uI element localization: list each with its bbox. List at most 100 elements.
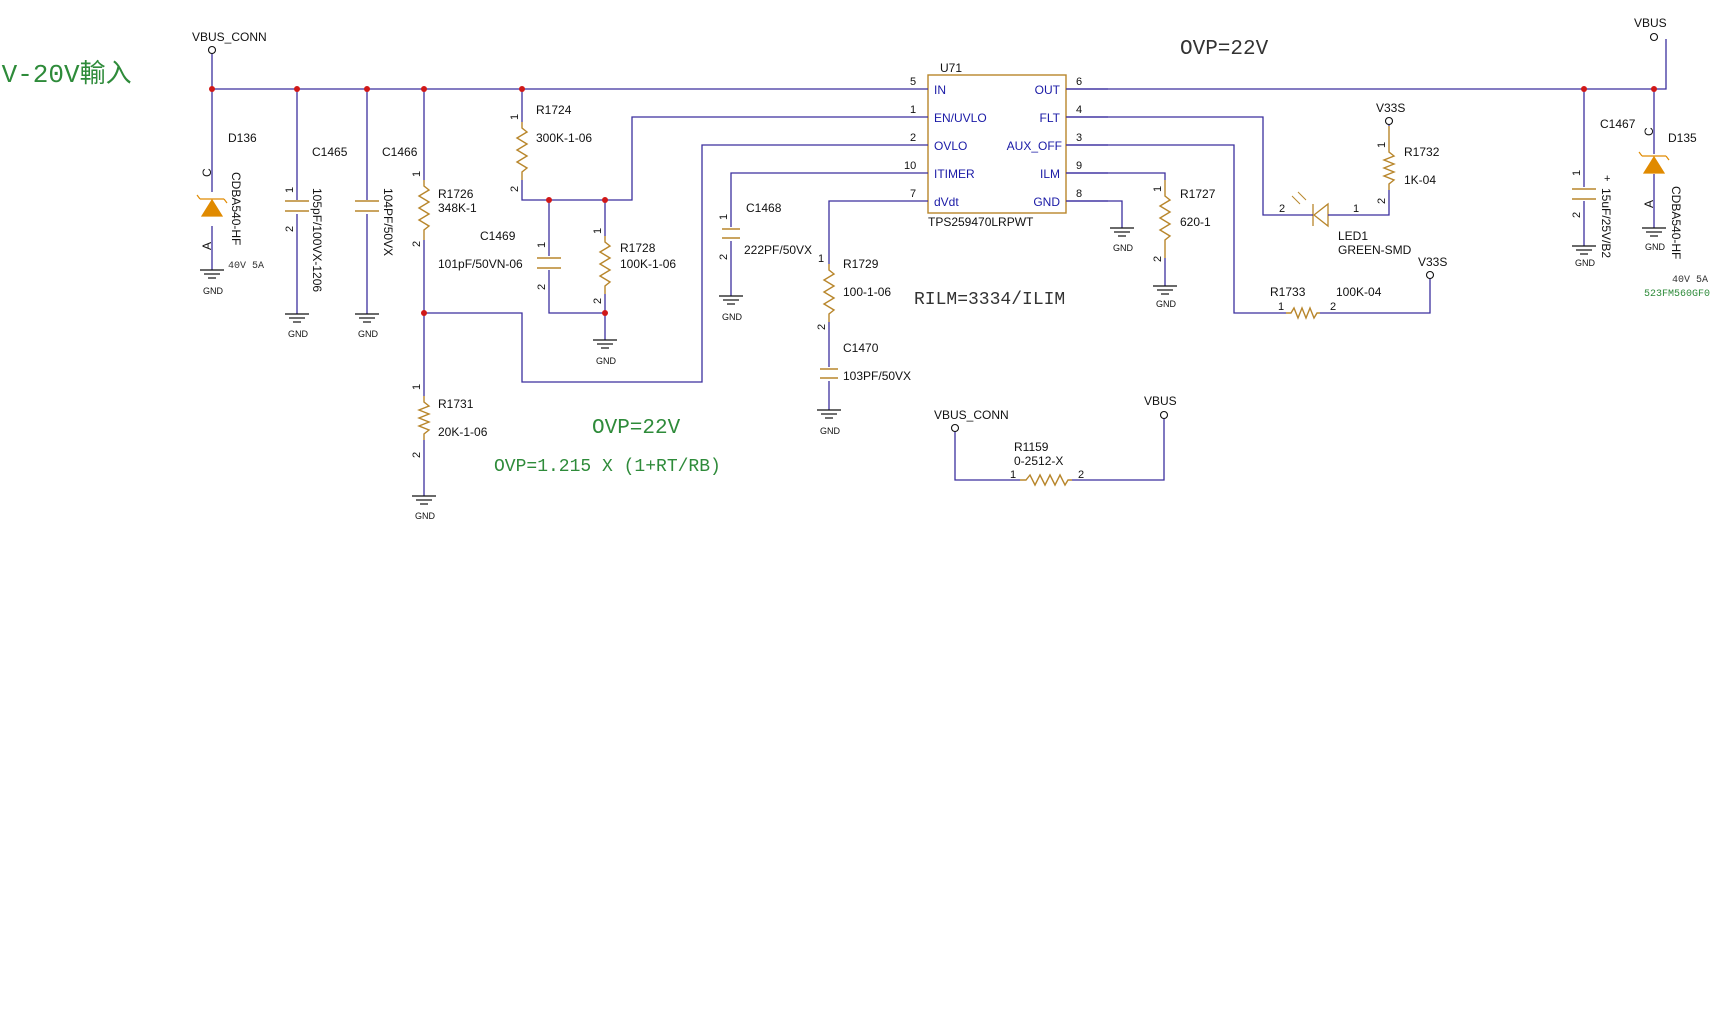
led1-pin2: 2 [1279, 203, 1285, 215]
note-ovp-formula: OVP=1.215 X (1+RT/RB) [494, 457, 721, 477]
c1468-value: 222PF/50VX [744, 243, 812, 257]
note-input-range: 5V-20V輸入 [0, 59, 132, 90]
c1469-ref: C1469 [480, 229, 516, 243]
resistor-r1728-symbol [598, 236, 612, 294]
ic-pin-itimer-name: ITIMER [934, 167, 975, 181]
d136-ref: D136 [228, 131, 257, 145]
resistor-r1726-symbol [417, 180, 431, 240]
net-label-vbus-conn-jumper: VBUS_CONN [934, 408, 1009, 422]
r1726-pin2: 2 [411, 241, 423, 247]
c1468-pin1: 1 [718, 214, 730, 220]
note-ovp-top: OVP=22V [1180, 38, 1269, 61]
resistor-r1729-symbol [822, 264, 836, 322]
r1732-pin1: 1 [1376, 142, 1388, 148]
d135-rating: 40V 5A [1672, 275, 1708, 286]
ic-pin-out-name: OUT [1035, 83, 1061, 97]
wires [211, 39, 1667, 496]
c1467-value: 15uF/25V/B2 [1599, 188, 1613, 258]
capacitors [285, 188, 1596, 379]
ic-pin-aux-off-name: AUX_OFF [1007, 139, 1062, 153]
gnd-symbol-ic [1110, 227, 1134, 237]
led1-value: GREEN-SMD [1338, 243, 1412, 257]
gnd-label-r1731: GND [415, 511, 436, 521]
gnd-label-c1470: GND [820, 426, 841, 436]
resistor-r1727-symbol [1158, 180, 1172, 258]
gnd-symbol-c1466 [355, 313, 379, 323]
r1733-pin2: 2 [1330, 301, 1336, 313]
r1724-ref: R1724 [536, 103, 572, 117]
c1470-value: 103PF/50VX [843, 369, 911, 383]
d135-alt-part: 523FM560GF0 [1644, 289, 1710, 300]
gnd-label-c1468: GND [722, 312, 743, 322]
net-terminals [207, 32, 1659, 433]
led1-pin1: 1 [1353, 203, 1359, 215]
net-label-vbus-jumper: VBUS [1144, 394, 1177, 408]
c1467-plus: + [1604, 173, 1610, 185]
resistor-r1159-symbol [1020, 473, 1072, 487]
net-label-vbus-output: VBUS [1634, 16, 1667, 30]
gnd-symbol-c1468 [719, 295, 743, 305]
vbus-terminal-jumper [1159, 410, 1169, 420]
note-rilm: RILM=3334/ILIM [914, 290, 1065, 310]
r1729-pin1: 1 [818, 253, 824, 265]
d135-part: CDBA540-HF [1669, 186, 1683, 259]
c1465-pin2: 2 [284, 226, 296, 232]
ic-pin-ovlo-number: 2 [910, 132, 916, 144]
c1468-pin2: 2 [718, 254, 730, 260]
r1724-value: 300K-1-06 [536, 131, 592, 145]
c1467-pin2: 2 [1571, 212, 1583, 218]
led1-symbol [1312, 202, 1329, 228]
r1732-value: 1K-04 [1404, 173, 1436, 187]
r1159-ref: R1159 [1014, 440, 1049, 454]
ic-u71: U71 TPS259470LRPWT IN EN/UVLO OVLO ITIME… [880, 61, 1108, 229]
net-label-vbus-conn-input: VBUS_CONN [192, 30, 267, 44]
c1465-pin1: 1 [284, 187, 296, 193]
r1728-pin1: 1 [592, 228, 604, 234]
net-label-v33s-led: V33S [1376, 101, 1405, 115]
d136-part: CDBA540-HF [229, 172, 243, 245]
r1733-ref: R1733 [1270, 285, 1306, 299]
gnd-symbol-r1727 [1153, 285, 1177, 295]
ic-pin-dvdt-name: dVdt [934, 195, 959, 209]
resistor-r1724-symbol [515, 122, 529, 180]
r1724-pin2: 2 [509, 186, 521, 192]
r1733-value: 100K-04 [1336, 285, 1382, 299]
ic-pin-gnd-name: GND [1033, 195, 1060, 209]
r1727-pin2: 2 [1152, 256, 1164, 262]
ic-pin-gnd-number: 8 [1076, 188, 1082, 200]
ic-pin-flt-number: 4 [1076, 104, 1082, 116]
vbus-conn-terminal-input [207, 45, 217, 55]
c1469-value: 101pF/50VN-06 [438, 257, 523, 271]
r1726-value: 348K-1 [438, 201, 477, 215]
junctions [209, 86, 1657, 316]
gnd-label-ic: GND [1113, 243, 1134, 253]
c1467-ref: C1467 [1600, 117, 1636, 131]
c1465-value: 105pF/100VX-1206 [310, 188, 324, 292]
ground-symbols: GND GND GND GND GND GND GND GND GND GND … [200, 227, 1666, 521]
r1727-value: 620-1 [1180, 215, 1211, 229]
r1732-ref: R1732 [1404, 145, 1440, 159]
gnd-label-d135: GND [1645, 242, 1666, 252]
c1469-pin2: 2 [536, 284, 548, 290]
gnd-symbol-d135 [1642, 227, 1666, 237]
ic-pin-flt-name: FLT [1040, 111, 1061, 125]
component-labels: D136 CDBA540-HF C A 40V 5A C1465 105pF/1… [200, 103, 1710, 481]
ic-pin-en-uvlo-name: EN/UVLO [934, 111, 987, 125]
diodes [196, 151, 1670, 228]
gnd-label-c1466: GND [358, 329, 379, 339]
d135-pin-a: A [1642, 200, 1656, 208]
gnd-label-r1727: GND [1156, 299, 1177, 309]
gnd-symbol-d136 [200, 269, 224, 279]
r1729-value: 100-1-06 [843, 285, 891, 299]
gnd-symbol-r1728 [593, 339, 617, 349]
note-ovp-mid: OVP=22V [592, 417, 681, 440]
r1729-ref: R1729 [843, 257, 879, 271]
net-label-v33s-pullup: V33S [1418, 255, 1447, 269]
annotations: 5V-20V輸入 OVP=22V OVP=22V OVP=1.215 X (1+… [0, 38, 1269, 477]
diode-d135-symbol [1642, 155, 1666, 174]
r1727-ref: R1727 [1180, 187, 1216, 201]
ic-pin-dvdt-number: 7 [910, 188, 916, 200]
ic-ref: U71 [940, 61, 962, 75]
ic-pin-ovlo-name: OVLO [934, 139, 967, 153]
